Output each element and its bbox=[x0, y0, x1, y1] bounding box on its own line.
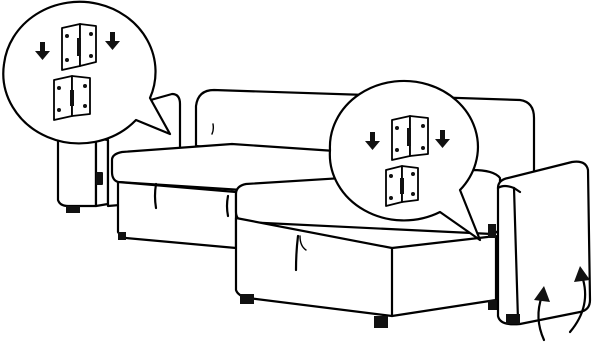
bracket-upper bbox=[62, 24, 96, 70]
bracket-lower bbox=[386, 166, 418, 206]
detail-callout-left bbox=[3, 2, 170, 144]
bracket-lower bbox=[54, 76, 90, 120]
bracket-upper bbox=[392, 116, 428, 160]
